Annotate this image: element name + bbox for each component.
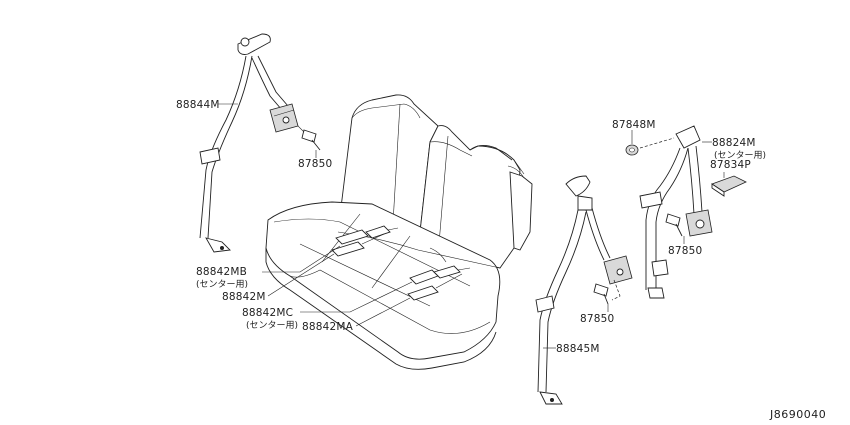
seat-belt-88845M[interactable] [535, 175, 633, 405]
label-87834P: 87834P [710, 159, 751, 171]
rear-seat-assembly [265, 94, 533, 370]
label-87848M: 87848M [612, 119, 656, 131]
label-88842MA: 88842MA [302, 321, 354, 333]
seat-belt-88824M[interactable] [639, 125, 713, 299]
label-88842MC-sub: (センター用) [246, 320, 298, 331]
buckle-88842MA[interactable] [407, 273, 463, 301]
cover-87834P[interactable] [711, 175, 747, 197]
label-88844M: 88844M [176, 99, 220, 111]
buckle-88842MC[interactable] [409, 265, 471, 285]
label-87850-center: 87850 [668, 245, 702, 257]
label-88842M: 88842M [222, 291, 266, 303]
buckle-88842MB[interactable] [335, 225, 399, 245]
buckle-88842M[interactable] [331, 233, 385, 257]
leader-lines [218, 103, 725, 349]
bolt-87850-left[interactable] [297, 125, 321, 151]
label-88824M: 88824M [712, 137, 756, 149]
label-87850-right: 87850 [580, 313, 614, 325]
label-88842MC: 88842MC [242, 307, 293, 319]
grommet-87848M[interactable] [625, 137, 675, 156]
label-88845M: 88845M [556, 343, 600, 355]
label-87850-left: 87850 [298, 158, 332, 170]
part-labels: 88844M 87850 88842MB (センター用) 88842M 8884… [176, 99, 826, 421]
bolt-87850-center[interactable] [665, 213, 683, 237]
seat-belt-88844M[interactable] [199, 33, 299, 253]
label-88842MB-sub: (センター用) [196, 279, 248, 290]
diagram-reference-code: J8690040 [769, 408, 826, 421]
bolt-87850-right[interactable] [593, 279, 621, 305]
label-88824M-sub: (センター用) [714, 150, 766, 161]
label-88842MB: 88842MB [196, 266, 247, 278]
